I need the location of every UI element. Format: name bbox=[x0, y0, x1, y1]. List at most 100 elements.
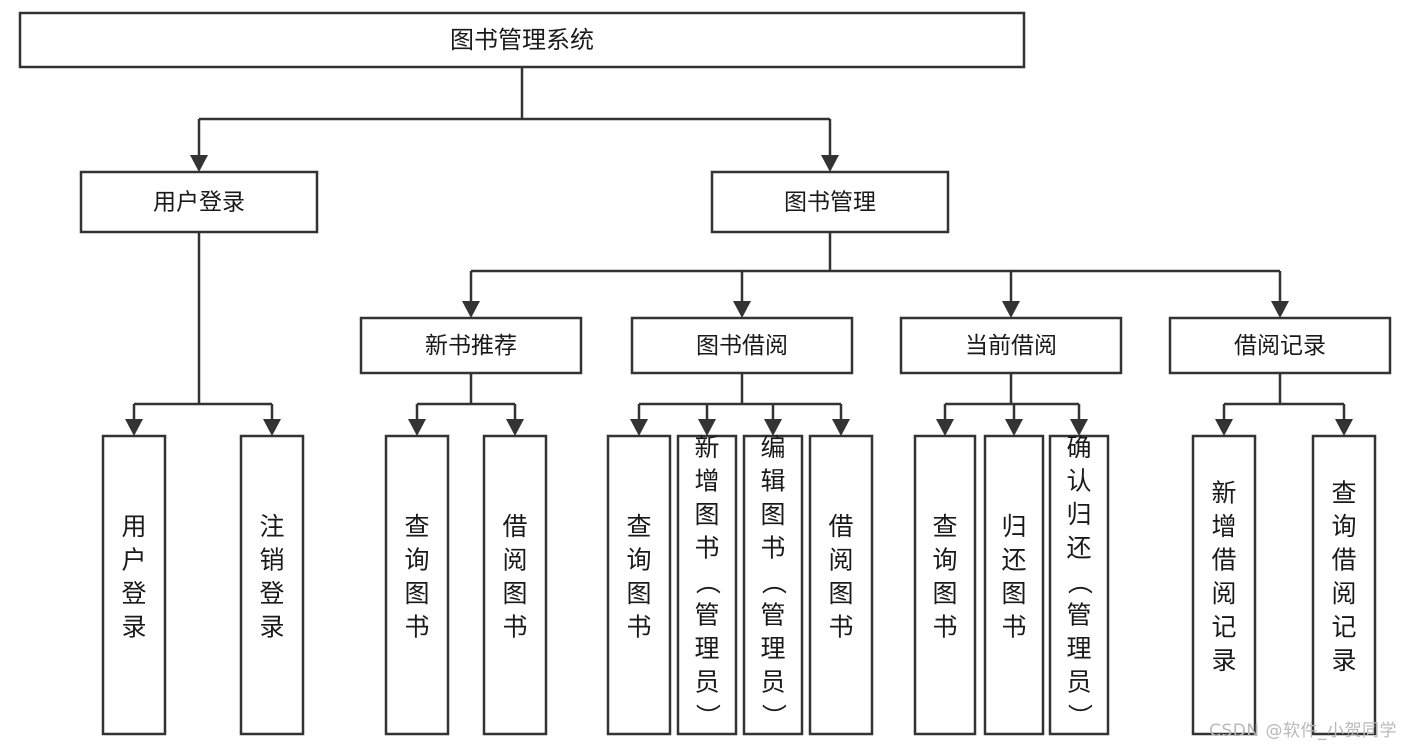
node-box-leaf-query-book-current bbox=[913, 434, 977, 736]
node-label-leaf-add-record-char-1: 增 bbox=[1211, 512, 1236, 541]
arrowhead-icon bbox=[1070, 419, 1088, 436]
node-user-login[interactable]: 用户登录 bbox=[79, 170, 319, 234]
node-label-leaf-query-book-rec-char-3: 书 bbox=[404, 612, 429, 641]
node-book-manage[interactable]: 图书管理 bbox=[710, 170, 950, 234]
arrowhead-icon bbox=[263, 419, 281, 436]
node-box-leaf-logout bbox=[239, 434, 305, 736]
node-root[interactable]: 图书管理系统 bbox=[18, 11, 1026, 69]
node-label-leaf-add-record-char-3: 阅 bbox=[1211, 579, 1236, 608]
node-label-leaf-query-record-char-5: 录 bbox=[1331, 646, 1356, 675]
node-label-leaf-user-login-char-1: 户 bbox=[121, 545, 146, 574]
node-box-leaf-edit-book bbox=[742, 434, 804, 736]
node-leaf-user-login[interactable]: 用户登录 bbox=[101, 434, 167, 736]
node-label-leaf-add-book-char-3: 书 bbox=[694, 534, 719, 563]
node-label-current-borrow: 当前借阅 bbox=[965, 333, 1057, 359]
node-current-borrow[interactable]: 当前借阅 bbox=[899, 316, 1123, 375]
node-label-book-manage: 图书管理 bbox=[784, 190, 876, 216]
node-label-leaf-user-login-char-3: 录 bbox=[121, 612, 146, 641]
node-box-leaf-return-book bbox=[983, 434, 1045, 736]
node-label-leaf-borrow-book-char-3: 书 bbox=[828, 612, 853, 641]
node-box-user-login bbox=[79, 170, 319, 234]
node-borrow-record[interactable]: 借阅记录 bbox=[1168, 316, 1392, 375]
node-label-leaf-query-record-char-1: 询 bbox=[1331, 512, 1356, 541]
node-box-leaf-borrow-book bbox=[808, 434, 874, 736]
node-box-leaf-query-book-borrow bbox=[606, 434, 672, 736]
node-box-book-borrow bbox=[630, 316, 854, 375]
arrowhead-icon bbox=[190, 155, 208, 172]
node-label-leaf-query-book-rec-char-1: 询 bbox=[404, 545, 429, 574]
node-label-leaf-confirm-return-char-0: 确 bbox=[1066, 433, 1091, 462]
node-book-borrow[interactable]: 图书借阅 bbox=[630, 316, 854, 375]
node-label-leaf-query-book-rec-char-2: 图 bbox=[404, 579, 429, 608]
arrowhead-icon bbox=[1215, 419, 1233, 436]
node-new-book-rec[interactable]: 新书推荐 bbox=[359, 316, 583, 375]
node-label-leaf-query-book-borrow-char-3: 书 bbox=[626, 612, 651, 641]
node-label-leaf-add-book-char-8: ） bbox=[693, 703, 722, 728]
node-label-leaf-edit-book-char-6: 理 bbox=[760, 634, 785, 663]
node-label-leaf-add-book-char-1: 增 bbox=[694, 467, 719, 496]
node-label-leaf-borrow-book-rec-char-2: 图 bbox=[502, 579, 527, 608]
node-label-leaf-confirm-return-char-1: 认 bbox=[1066, 467, 1091, 496]
node-label-leaf-user-login-char-2: 登 bbox=[121, 579, 146, 608]
node-label-leaf-add-record-char-5: 录 bbox=[1211, 646, 1236, 675]
node-label-leaf-add-book-char-5: 管 bbox=[694, 601, 719, 630]
arrowhead-icon bbox=[506, 419, 524, 436]
node-box-new-book-rec bbox=[359, 316, 583, 375]
node-box-leaf-query-record bbox=[1311, 434, 1377, 736]
node-label-leaf-user-login-char-0: 用 bbox=[121, 512, 146, 541]
arrowhead-icon bbox=[1002, 301, 1020, 318]
node-label-leaf-logout-char-1: 销 bbox=[259, 545, 284, 574]
arrowhead-icon bbox=[733, 301, 751, 318]
arrowhead-icon bbox=[821, 155, 839, 172]
node-label-root: 图书管理系统 bbox=[450, 26, 594, 54]
arrowhead-icon bbox=[462, 301, 480, 318]
node-box-leaf-confirm-return bbox=[1048, 434, 1110, 736]
arrowhead-icon bbox=[698, 419, 716, 436]
node-label-leaf-borrow-book-rec-char-3: 书 bbox=[502, 612, 527, 641]
node-label-leaf-confirm-return-char-8: ） bbox=[1065, 703, 1094, 728]
node-label-leaf-confirm-return-char-3: 还 bbox=[1066, 534, 1091, 563]
node-label-leaf-edit-book-char-0: 编 bbox=[760, 433, 785, 462]
node-label-leaf-confirm-return-char-7: 员 bbox=[1066, 668, 1091, 697]
node-label-leaf-borrow-book-rec-char-1: 阅 bbox=[502, 545, 527, 574]
node-box-leaf-user-login bbox=[101, 434, 167, 736]
node-box-leaf-borrow-book-rec bbox=[482, 434, 548, 736]
connectors-layer bbox=[125, 67, 1353, 436]
node-label-leaf-query-record-char-4: 记 bbox=[1331, 612, 1356, 641]
node-label-borrow-record: 借阅记录 bbox=[1234, 333, 1326, 359]
node-label-leaf-return-book-char-2: 图 bbox=[1001, 579, 1026, 608]
node-box-leaf-add-record bbox=[1191, 434, 1257, 736]
node-label-leaf-logout-char-3: 录 bbox=[259, 612, 284, 641]
node-label-leaf-return-book-char-1: 还 bbox=[1001, 545, 1026, 574]
arrowhead-icon bbox=[764, 419, 782, 436]
node-label-leaf-confirm-return-char-6: 理 bbox=[1066, 634, 1091, 663]
node-box-leaf-query-book-rec bbox=[384, 434, 450, 736]
arrowhead-icon bbox=[1271, 301, 1289, 318]
nodes-layer: 图书管理系统用户登录图书管理新书推荐图书借阅当前借阅借阅记录用户登录注销登录查询… bbox=[18, 11, 1392, 736]
node-label-leaf-edit-book-char-5: 管 bbox=[760, 601, 785, 630]
node-label-leaf-logout-char-2: 登 bbox=[259, 579, 284, 608]
node-label-leaf-borrow-book-rec-char-0: 借 bbox=[502, 512, 527, 541]
node-label-leaf-add-record-char-4: 记 bbox=[1211, 612, 1236, 641]
arrowhead-icon bbox=[832, 419, 850, 436]
arrowhead-icon bbox=[125, 419, 143, 436]
node-label-leaf-query-book-rec-char-0: 查 bbox=[404, 512, 429, 541]
node-label-leaf-edit-book-char-1: 辑 bbox=[760, 467, 785, 496]
node-label-leaf-confirm-return-char-5: 管 bbox=[1066, 601, 1091, 630]
node-label-leaf-query-book-current-char-2: 图 bbox=[932, 579, 957, 608]
node-label-leaf-query-book-current-char-1: 询 bbox=[932, 545, 957, 574]
node-label-book-borrow: 图书借阅 bbox=[696, 333, 788, 359]
